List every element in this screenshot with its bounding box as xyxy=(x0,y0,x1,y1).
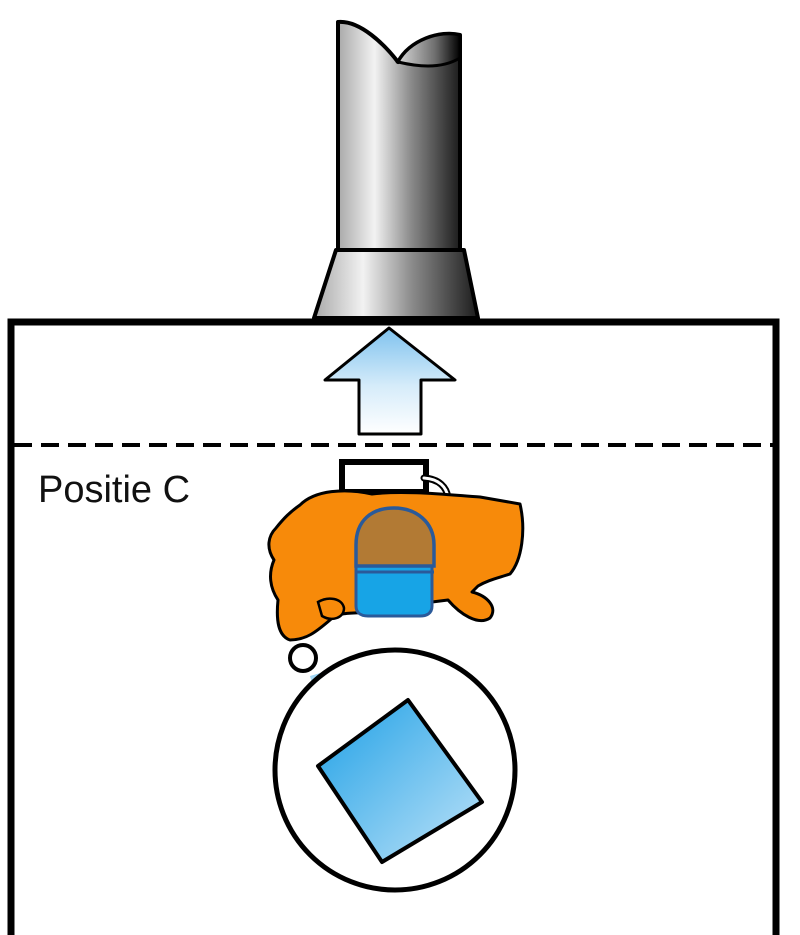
upward-arrow-icon xyxy=(323,326,457,436)
position-label: Positie C xyxy=(38,469,191,511)
room-outline xyxy=(7,318,780,935)
exhaust-hood-icon xyxy=(312,19,480,320)
person-top-view-icon xyxy=(267,459,525,642)
device-icon xyxy=(339,459,429,495)
thought-bubble-icon xyxy=(272,647,518,893)
square-object-icon xyxy=(316,698,484,864)
thought-bubble-small xyxy=(288,643,318,673)
